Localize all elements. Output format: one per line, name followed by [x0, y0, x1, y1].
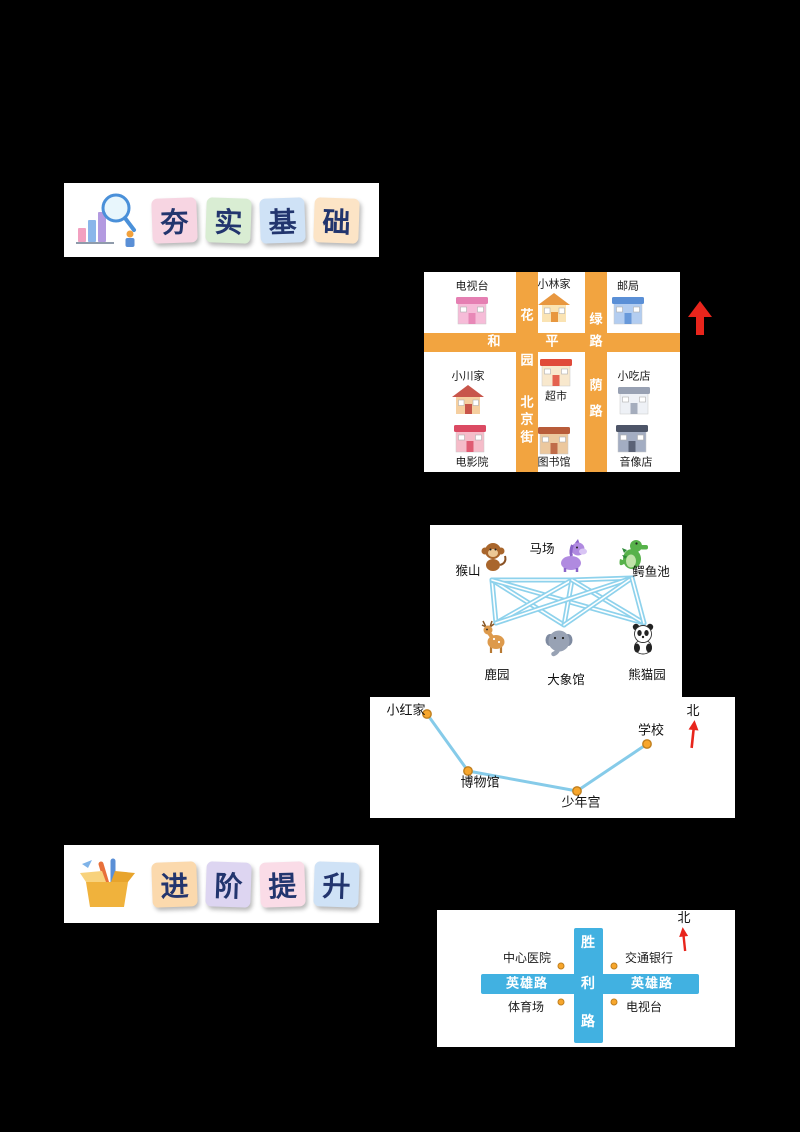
road-name-char: 路: [581, 1014, 595, 1030]
road-name-char: 和: [487, 334, 501, 350]
supply-box-icon: [72, 852, 144, 916]
corner-place-label: 电视台: [625, 1000, 663, 1014]
building-label: 小川家: [451, 369, 485, 383]
zoo-spot-label: 马场: [529, 540, 555, 556]
road-lvyin: [585, 272, 607, 472]
road-name-label: 英雄路: [505, 976, 549, 992]
banner-advanced-tiles: 进阶提升: [151, 860, 368, 908]
building-icon: [616, 382, 652, 418]
north-arrow-icon: [686, 300, 714, 336]
building-icon: [536, 290, 572, 326]
corner-place-label: 交通银行: [624, 951, 674, 965]
monkey-icon: [476, 539, 510, 573]
banner-tile-4: 升: [313, 860, 360, 908]
banner-tile-3: 基: [259, 196, 306, 244]
road-name-char: 平: [545, 334, 559, 350]
route-stop-label: 小红家: [386, 703, 426, 719]
elephant-icon: [542, 625, 576, 659]
cross-north-indicator: 北: [677, 912, 691, 953]
building-label: 小林家: [537, 277, 571, 291]
banner-tile-2: 阶: [205, 860, 252, 908]
road-name-char: 路: [589, 334, 603, 350]
building-icon: [610, 292, 646, 328]
banner-tile-2: 实: [205, 196, 252, 244]
zoo-spot-label: 熊猫园: [628, 666, 666, 682]
building-label: 邮局: [617, 279, 639, 293]
road-huayuan-beijing: [516, 272, 538, 472]
zoo-spot-label: 鳄鱼池: [632, 563, 670, 579]
building-icon: [614, 420, 650, 456]
zoo-path-network: [489, 575, 647, 628]
zoo-spot-label: 大象馆: [547, 671, 585, 687]
route-map: 北 小红家博物馆少年宫 学校: [370, 697, 735, 818]
building-icon: [536, 422, 572, 458]
location-dot: [557, 998, 565, 1006]
section-banner-basics: 夯实基础: [64, 183, 379, 257]
building-icon: [454, 292, 490, 328]
street-map: 和平路花园北京街绿荫路 电视台 小林家 邮局 小川家 超市: [424, 272, 680, 472]
location-dot: [557, 962, 565, 970]
crocodile-icon: [616, 537, 650, 571]
road-name-char: 北: [520, 395, 534, 411]
north-label: 北: [686, 704, 700, 719]
road-heping: [424, 333, 680, 352]
banner-basics-tiles: 夯实基础: [151, 196, 368, 244]
building-label: 图书馆: [537, 455, 571, 469]
building-label: 超市: [545, 389, 567, 403]
road-name-char: 荫: [589, 378, 603, 394]
deer-icon: [478, 620, 512, 654]
cross-roads-map: 北 胜利路 英雄路 英雄路 中心医院 交通银行体育场 电视台: [437, 910, 735, 1047]
road-name-char: 胜: [581, 935, 595, 951]
corner-place-label: 中心医院: [502, 951, 552, 965]
building-label: 电影院: [455, 455, 489, 469]
building-label: 音像店: [619, 455, 653, 469]
north-arrow-icon: [679, 927, 689, 952]
road-shengli: [574, 928, 603, 1043]
location-dot: [610, 998, 618, 1006]
route-stop-label: 学校: [637, 723, 665, 739]
magnifier-chart-icon: [72, 188, 144, 252]
road-name-char: 利: [581, 976, 595, 992]
road-name-label: 英雄路: [630, 976, 674, 992]
corner-place-label: 体育场: [507, 1000, 545, 1014]
section-banner-advanced: 进阶提升: [64, 845, 379, 923]
route-north-indicator: 北: [686, 705, 700, 750]
zoo-map: 猴山 马场 鳄鱼池 鹿园: [430, 525, 682, 697]
route-path: [422, 709, 652, 796]
panda-icon: [626, 621, 660, 655]
road-name-char: 绿: [589, 312, 603, 328]
zoo-spot-label: 鹿园: [484, 666, 510, 682]
road-name-char: 路: [589, 404, 603, 420]
building-icon: [452, 420, 488, 456]
north-label: 北: [677, 911, 691, 926]
banner-tile-1: 夯: [151, 196, 198, 244]
zoo-spot-label: 猴山: [455, 562, 481, 578]
building-icon: [450, 382, 486, 418]
road-name-char: 花: [520, 308, 534, 324]
banner-tile-4: 础: [313, 196, 360, 244]
building-icon: [538, 354, 574, 390]
building-label: 小吃店: [617, 369, 651, 383]
road-name-char: 街: [520, 430, 534, 446]
location-dot: [610, 962, 618, 970]
banner-tile-1: 进: [151, 860, 198, 908]
building-label: 电视台: [455, 279, 489, 293]
banner-tile-3: 提: [259, 860, 306, 908]
route-stop-label: 少年宫: [561, 795, 601, 811]
route-stop-label: 博物馆: [460, 775, 500, 791]
horse-icon: [556, 539, 590, 573]
road-name-char: 京: [520, 412, 534, 428]
north-arrow-icon: [688, 720, 699, 749]
road-name-char: 园: [520, 353, 534, 369]
